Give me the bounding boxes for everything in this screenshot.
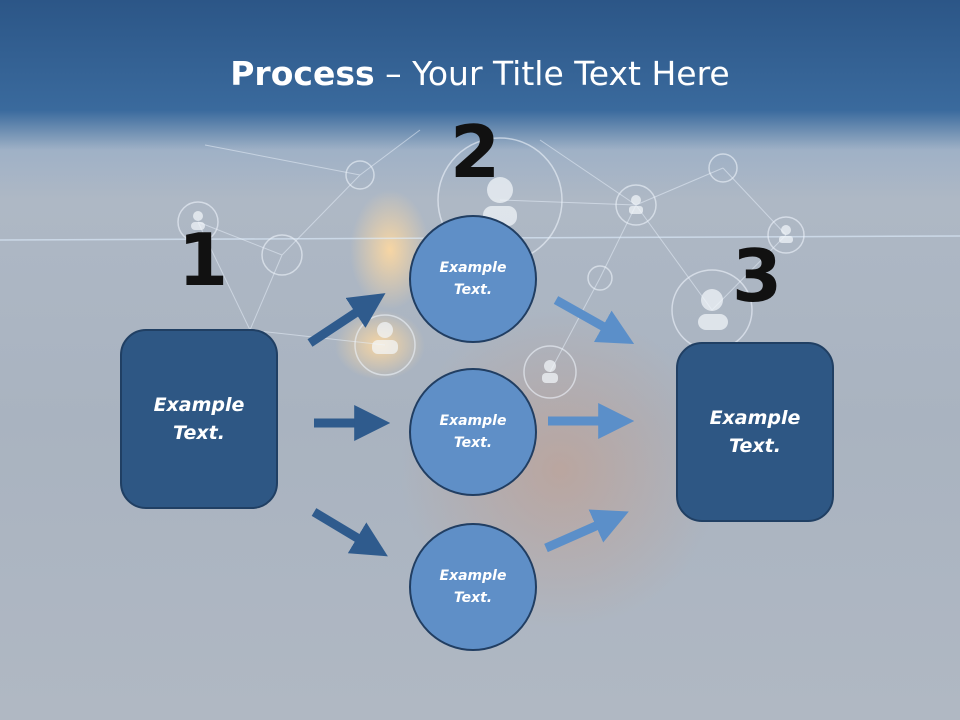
step-2-circle-bottom: Example Text. bbox=[409, 523, 537, 651]
step-3-text: Example Text. bbox=[709, 406, 801, 458]
page-title: Process – Your Title Text Here bbox=[0, 54, 960, 93]
title-bold: Process bbox=[230, 54, 375, 93]
circle-middle-text: Example Text. bbox=[439, 412, 507, 451]
step-2-circle-top: Example Text. bbox=[409, 215, 537, 343]
step-number-3: 3 bbox=[732, 234, 783, 318]
title-rest: – Your Title Text Here bbox=[374, 54, 730, 93]
arrow-top-to-right bbox=[553, 296, 635, 344]
step-number-2: 2 bbox=[450, 110, 501, 194]
step-1-box: Example Text. bbox=[120, 329, 278, 509]
step-3-box: Example Text. bbox=[676, 342, 834, 522]
circle-top-text: Example Text. bbox=[439, 259, 507, 298]
arrow-left-to-bottom bbox=[311, 508, 388, 557]
step-number-1: 1 bbox=[178, 218, 229, 302]
arrow-bottom-to-right bbox=[544, 509, 629, 553]
step-2-circle-middle: Example Text. bbox=[409, 368, 537, 496]
step-1-text: Example Text. bbox=[153, 393, 245, 445]
arrow-left-to-top bbox=[307, 293, 386, 347]
circle-bottom-text: Example Text. bbox=[439, 567, 507, 606]
